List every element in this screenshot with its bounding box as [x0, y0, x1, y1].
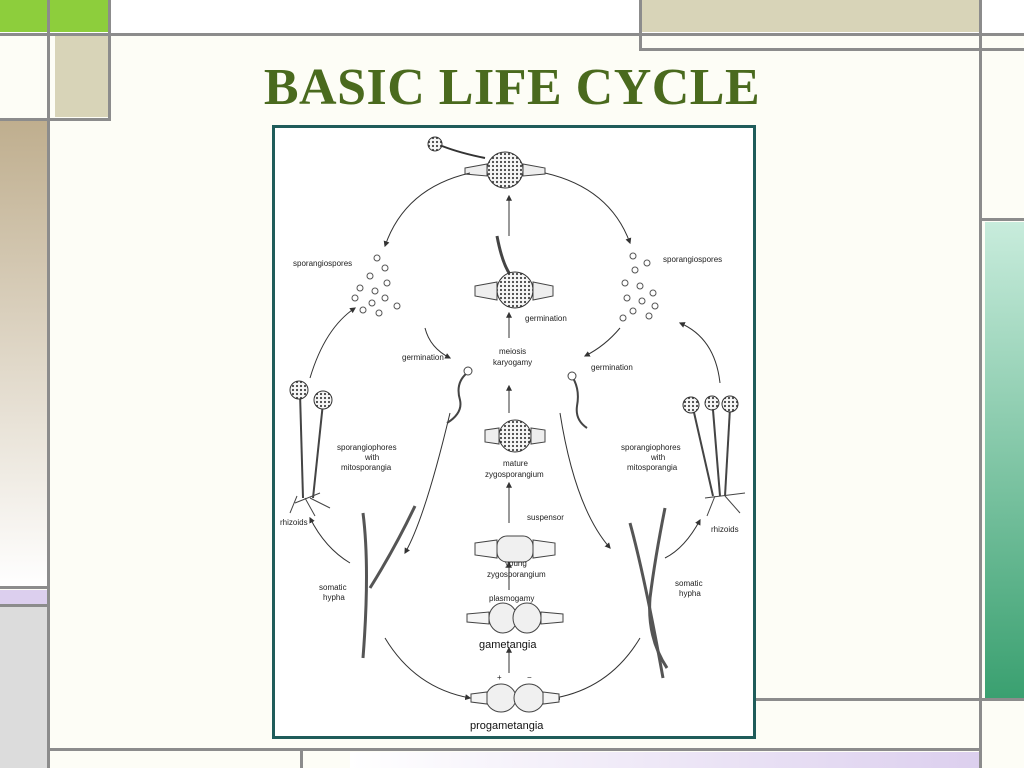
accent-gray-left: [0, 606, 47, 768]
label-gametangia: gametangia: [479, 639, 537, 651]
label-somatic-left: somatic: [319, 583, 347, 592]
label-mitosporangia-right: mitosporangia: [627, 463, 678, 472]
label-sporangiospores-right: sporangiospores: [663, 255, 722, 264]
frame-line: [0, 33, 1024, 36]
label-hypha-left: hypha: [323, 593, 345, 602]
frame-line: [639, 0, 642, 50]
label-young: young: [505, 559, 527, 568]
label-zygosporangium-mature: zygosporangium: [485, 470, 544, 479]
label-minus: −: [527, 673, 532, 682]
accent-green-block: [0, 0, 110, 32]
progametangia: [470, 683, 560, 713]
label-meiosis: meiosis: [499, 347, 526, 356]
frame-line: [755, 698, 1024, 701]
frame-line: [47, 0, 50, 768]
label-progametangia: progametangia: [470, 720, 544, 732]
label-plus: +: [497, 673, 502, 682]
germinating-zygosporangium: [474, 235, 554, 309]
right-somatic-hypha: [628, 507, 669, 679]
label-sporangiophores-right: sporangiophores: [621, 443, 681, 452]
right-sporangiophores: [682, 395, 746, 517]
mature-zygosporangium: [484, 419, 546, 453]
label-rhizoids-right: rhizoids: [711, 525, 739, 534]
label-germination-center: germination: [525, 314, 567, 323]
right-spores: [619, 252, 659, 322]
accent-teal-right: [985, 222, 1024, 698]
top-germinating-zygospore: [427, 136, 546, 189]
label-mature: mature: [503, 459, 528, 468]
frame-line: [47, 748, 982, 751]
label-plasmogamy: plasmogamy: [489, 594, 534, 603]
label-mitosporangia-left: mitosporangia: [341, 463, 392, 472]
frame-line: [639, 48, 1024, 51]
label-with-right: with: [650, 453, 665, 462]
plasmogamy-gametangia: [466, 602, 564, 634]
frame-line: [0, 586, 50, 589]
diagram-frame: sporangiospores sporangiospores germinat…: [272, 125, 756, 739]
life-cycle-diagram: sporangiospores sporangiospores germinat…: [280, 136, 746, 732]
germinating-spore-right: [572, 377, 588, 429]
frame-line: [300, 748, 303, 768]
accent-gradient-left: [0, 120, 47, 588]
slide-title: BASIC LIFE CYCLE: [263, 59, 761, 116]
label-sporangiospores-left: sporangiospores: [293, 259, 352, 268]
left-spores: [351, 254, 401, 317]
germinating-spore-left: [446, 372, 468, 424]
frame-line: [0, 118, 111, 121]
frame-line: [979, 0, 982, 768]
label-hypha-right: hypha: [679, 589, 701, 598]
frame-line: [108, 0, 111, 120]
accent-tan-block-top: [641, 0, 979, 32]
label-suspensor: suspensor: [527, 513, 564, 522]
young-zygosporangium: [474, 535, 556, 563]
accent-lavender-left: [0, 590, 47, 604]
frame-line: [979, 218, 1024, 221]
left-sporangiophores: [289, 380, 333, 517]
label-somatic-right: somatic: [675, 579, 703, 588]
label-germination-right: germination: [591, 363, 633, 372]
accent-lavender-bottom: [350, 752, 980, 768]
frame-line: [0, 604, 50, 607]
label-karyogamy: karyogamy: [493, 358, 532, 367]
label-sporangiophores-left: sporangiophores: [337, 443, 397, 452]
left-somatic-hypha: [361, 505, 417, 659]
label-with-left: with: [364, 453, 379, 462]
accent-tan-block-left: [55, 35, 110, 117]
label-rhizoids-left: rhizoids: [280, 518, 308, 527]
label-zygosporangium-young: zygosporangium: [487, 570, 546, 579]
label-germination-left: germination: [402, 353, 444, 362]
